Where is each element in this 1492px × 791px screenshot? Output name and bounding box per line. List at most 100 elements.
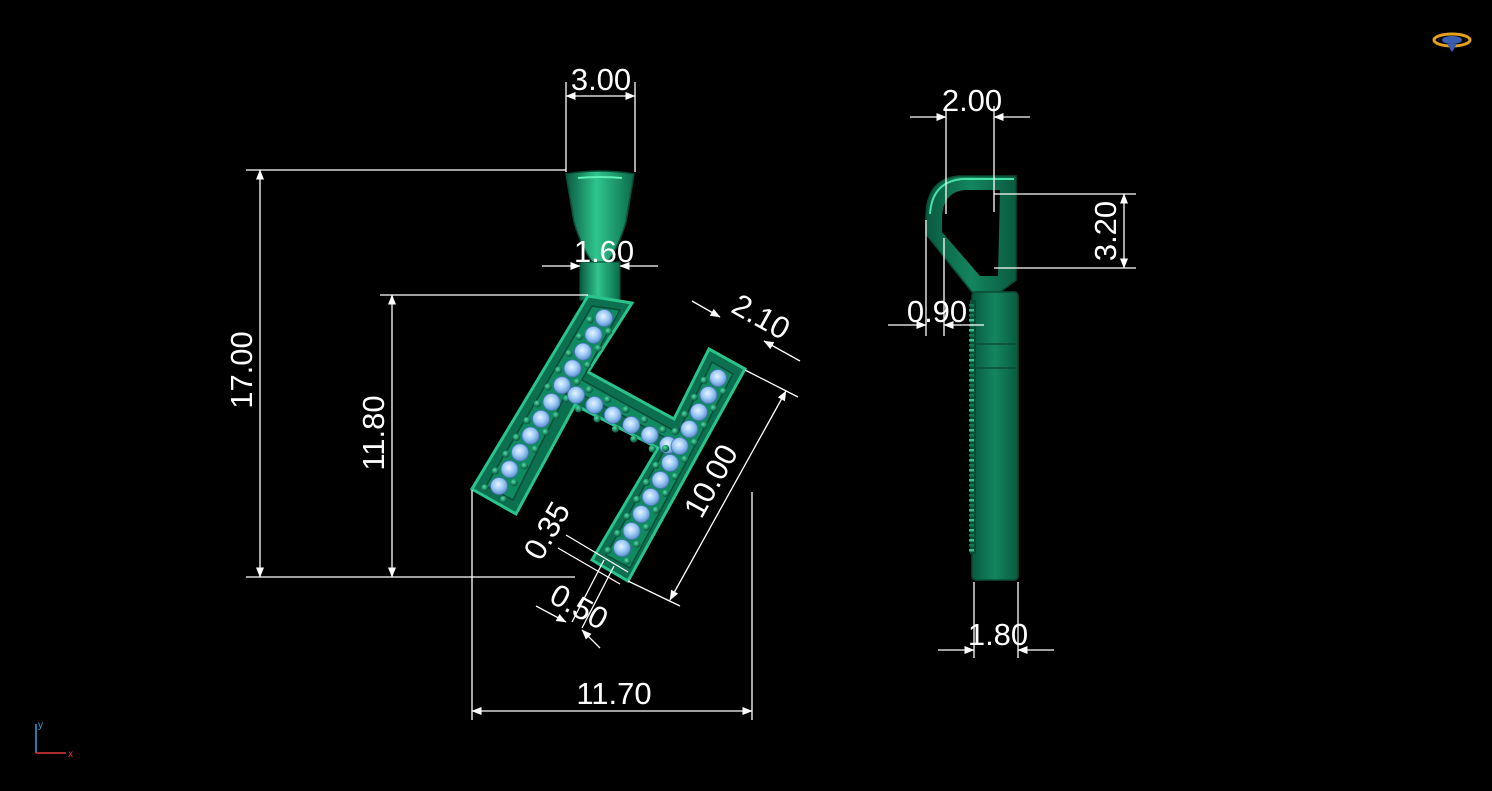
- stone: [500, 460, 519, 479]
- prong: [586, 316, 594, 324]
- prong: [594, 344, 602, 352]
- prong: [671, 427, 679, 436]
- prong: [661, 489, 670, 497]
- side-prong-texture: [969, 434, 974, 437]
- side-prong-texture: [969, 419, 974, 422]
- stone: [563, 359, 582, 378]
- side-prong-texture: [969, 444, 974, 447]
- dim-stroke-width: 2.10: [726, 287, 796, 347]
- prong: [573, 378, 581, 386]
- dim-bail-opening: 3.20: [1088, 201, 1123, 261]
- side-prong-texture: [969, 509, 974, 512]
- prong: [593, 415, 601, 423]
- prong: [491, 467, 500, 475]
- side-prong-texture: [969, 414, 974, 417]
- side-prong-texture: [969, 464, 974, 467]
- prong: [652, 506, 660, 514]
- stone: [490, 477, 508, 495]
- prong: [481, 484, 489, 492]
- side-prong-texture: [969, 429, 974, 432]
- prong: [575, 405, 583, 413]
- stone: [622, 416, 641, 434]
- prong: [690, 438, 698, 446]
- side-prong-texture: [969, 359, 974, 362]
- bail-front: [565, 170, 635, 301]
- stone: [603, 406, 622, 424]
- stone: [521, 426, 540, 445]
- prong: [681, 410, 689, 419]
- prong: [642, 523, 650, 531]
- stone: [640, 426, 659, 444]
- stone: [553, 376, 571, 395]
- side-view[interactable]: [925, 175, 1019, 581]
- stone: [622, 522, 641, 540]
- prong: [512, 433, 521, 442]
- prong: [659, 426, 667, 434]
- pendant-body-side: [969, 291, 1019, 581]
- prong: [554, 366, 563, 374]
- side-prong-texture: [969, 474, 974, 477]
- dim-overall-height: 17.00: [224, 331, 259, 409]
- side-prong-texture: [969, 334, 974, 337]
- side-prong-texture: [969, 364, 974, 367]
- side-prong-texture: [969, 439, 974, 442]
- side-prong-texture: [969, 349, 974, 352]
- dim-bail-depth: 2.00: [942, 83, 1002, 118]
- side-prong-texture: [969, 494, 974, 497]
- side-prong-texture: [969, 424, 974, 427]
- side-prong-texture: [969, 449, 974, 452]
- dim-bail-wire: 0.90: [907, 294, 967, 329]
- prong: [604, 546, 612, 555]
- side-prong-texture: [969, 369, 974, 372]
- side-prong-texture: [969, 524, 974, 527]
- side-prong-texture: [969, 374, 974, 377]
- stone: [574, 342, 592, 361]
- prong: [552, 411, 560, 420]
- prong: [709, 404, 718, 412]
- dim-overall-width: 11.70: [576, 676, 651, 711]
- prong: [544, 383, 552, 391]
- side-prong-texture: [969, 304, 974, 307]
- prong: [648, 445, 656, 453]
- side-prong-texture: [969, 384, 974, 387]
- prong: [623, 557, 631, 565]
- side-prong-texture: [969, 479, 974, 482]
- prong: [640, 416, 648, 424]
- side-prong-texture: [969, 544, 974, 547]
- side-prong-texture: [969, 389, 974, 392]
- prong: [671, 472, 679, 480]
- view-cube-icon[interactable]: [1432, 32, 1472, 52]
- dim-setting-rim: 0.35: [517, 496, 577, 566]
- side-prong-texture: [969, 499, 974, 502]
- prong: [622, 406, 630, 414]
- prong: [520, 462, 529, 470]
- side-prong-texture: [969, 399, 974, 402]
- stone: [532, 409, 550, 428]
- side-prong-texture: [969, 379, 974, 382]
- side-prong-texture: [969, 309, 974, 312]
- prong: [565, 349, 573, 358]
- side-prong-texture: [969, 519, 974, 522]
- stone: [709, 369, 727, 387]
- side-prong-texture: [969, 514, 974, 517]
- prong: [502, 450, 510, 458]
- side-prong-texture: [969, 329, 974, 332]
- prong: [575, 333, 584, 341]
- side-prong-texture: [969, 404, 974, 407]
- stone: [680, 420, 699, 438]
- side-prong-texture: [969, 354, 974, 357]
- prong: [700, 376, 708, 385]
- side-prong-texture: [969, 529, 974, 532]
- stone: [661, 454, 679, 472]
- prong: [603, 396, 612, 404]
- prong: [719, 387, 727, 395]
- stone: [613, 539, 631, 557]
- prong: [523, 417, 531, 425]
- prong: [585, 386, 593, 394]
- stone: [689, 403, 708, 421]
- prong: [633, 540, 641, 548]
- side-prong-texture: [969, 454, 974, 457]
- prong: [633, 495, 641, 504]
- side-prong-texture: [969, 409, 974, 412]
